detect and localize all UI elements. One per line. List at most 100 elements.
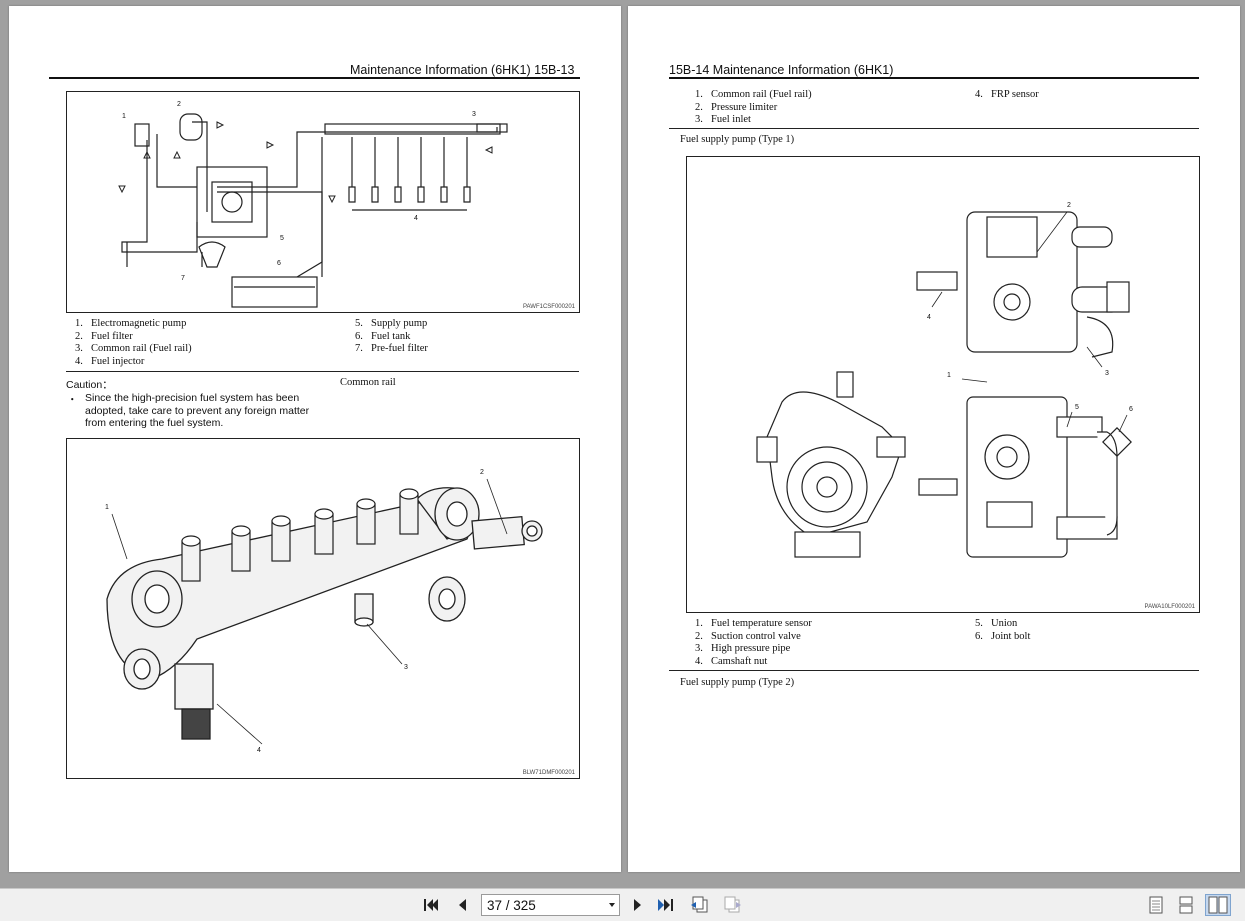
legend-text: Camshaft nut (711, 655, 768, 667)
legend-num: 4. (975, 89, 983, 100)
supply-pump-figure: 1 2 3 4 5 6 PAWA10LF000201 (686, 156, 1200, 613)
section-title: Fuel supply pump (Type 1) (680, 134, 795, 145)
section-title: Common rail (340, 377, 396, 388)
legend-text: Fuel tank (371, 330, 411, 342)
callout-5: 5 (280, 235, 284, 242)
callout-2: 2 (1067, 202, 1071, 209)
first-page-icon (424, 899, 438, 911)
header-rule (669, 77, 1199, 79)
caution-text: Since the high-precision fuel system has… (85, 392, 310, 429)
divider (66, 371, 579, 372)
page-header: Maintenance Information (6HK1) 15B-13 (350, 63, 575, 77)
callout-7: 7 (181, 275, 185, 282)
page-header: 15B-14 Maintenance Information (6HK1) (669, 63, 894, 77)
callout-6: 6 (1129, 406, 1133, 413)
legend-text: Suction control valve (711, 630, 801, 642)
legend-left: 1. Electromagnetic pump 2. Fuel filter 3. C… (75, 318, 192, 368)
legend-right: 5. Supply pump 6. Fuel tank 7. Pre-fuel fil… (355, 318, 428, 356)
legend-text: Fuel filter (91, 330, 133, 342)
caution-title: Caution： (66, 379, 113, 391)
legend-num: 6. (355, 330, 363, 342)
legend-num: 3. (695, 643, 703, 654)
page-number-value: 37 / 325 (487, 898, 536, 913)
legend-num: 4. (695, 655, 703, 667)
callout-1: 1 (105, 504, 109, 511)
callout-3: 3 (472, 111, 476, 118)
chevron-down-icon[interactable] (609, 903, 615, 907)
legend-text: Fuel temperature sensor (711, 618, 812, 629)
legend-num: 2. (695, 630, 703, 642)
legend-text: Fuel inlet (711, 114, 751, 125)
legend-text: Union (991, 618, 1018, 629)
divider (669, 670, 1199, 671)
legend-num: 1. (75, 318, 83, 329)
callout-5: 5 (1075, 404, 1079, 411)
figure-code: PAWA10LF000201 (1144, 604, 1195, 610)
right-page: 15B-14 Maintenance Information (6HK1) 1.… (628, 6, 1240, 872)
callout-3: 3 (1105, 370, 1109, 377)
legend-num: 1. (695, 89, 703, 100)
next-page-icon (634, 899, 641, 911)
legend-right: 5. Union 6. Joint bolt (975, 618, 1030, 643)
supply-pump-drawing: 1 2 3 4 5 6 (756, 202, 1133, 558)
previous-view-icon (691, 896, 708, 913)
callout-6: 6 (277, 260, 281, 267)
legend-text: Common rail (Fuel rail) (91, 343, 192, 354)
legend-num: 2. (695, 101, 703, 113)
figure-code: PAWF1CSF000201 (522, 304, 575, 310)
last-page-button[interactable] (655, 895, 679, 915)
next-page-button[interactable] (628, 895, 648, 915)
legend-text: FRP sensor (991, 89, 1039, 100)
legend-num: 6. (975, 630, 983, 642)
legend-num: 2. (75, 330, 83, 342)
callout-4: 4 (927, 314, 931, 321)
first-page-button[interactable] (421, 895, 441, 915)
legend-text: Joint bolt (991, 630, 1031, 642)
section-title: Fuel supply pump (Type 2) (680, 677, 795, 688)
legend-text: High pressure pipe (711, 643, 791, 654)
legend-num: 5. (975, 618, 983, 629)
page-number-field[interactable]: 37 / 325 (481, 894, 620, 916)
previous-view-button[interactable] (690, 895, 710, 915)
prev-page-icon (459, 899, 466, 911)
legend-num: 5. (355, 318, 363, 329)
facing-view-button[interactable] (1205, 894, 1231, 916)
fuel-system-diagram: 1 2 3 4 5 6 7 PAWF1CSF000201 (66, 91, 580, 313)
continuous-view-button[interactable] (1176, 895, 1196, 915)
fuel-system-drawing: 1 2 3 4 5 6 7 (118, 101, 508, 308)
header-rule (49, 77, 580, 79)
legend-text: Common rail (Fuel rail) (711, 89, 812, 100)
next-view-button[interactable] (722, 895, 742, 915)
last-page-icon (658, 899, 673, 911)
left-page: Maintenance Information (6HK1) 15B-13 (9, 6, 621, 872)
legend-right: 4. FRP sensor (975, 89, 1039, 102)
callout-4: 4 (414, 215, 418, 222)
caution-bullet: ・ (67, 394, 78, 406)
legend-text: Pre-fuel filter (371, 343, 428, 354)
next-view-icon (724, 896, 741, 913)
legend-num: 1. (695, 618, 703, 629)
legend-text: Fuel injector (91, 355, 145, 367)
legend-num: 7. (355, 343, 363, 354)
prev-page-button[interactable] (452, 895, 472, 915)
single-page-view-button[interactable] (1146, 895, 1166, 915)
callout-2: 2 (177, 101, 181, 108)
legend-text: Pressure limiter (711, 101, 778, 113)
legend-left: 1. Common rail (Fuel rail) 2. Pressure lim… (695, 89, 812, 127)
legend-text: Supply pump (371, 318, 428, 329)
divider (669, 128, 1199, 129)
viewer-toolbar: 37 / 325 (0, 888, 1245, 921)
continuous-view-icon (1179, 896, 1193, 914)
callout-4: 4 (257, 747, 261, 754)
single-page-view-icon (1149, 896, 1163, 914)
common-rail-drawing: 1 2 3 4 (105, 469, 543, 754)
legend-text: Electromagnetic pump (91, 318, 187, 329)
legend-num: 3. (695, 114, 703, 125)
callout-1: 1 (947, 372, 951, 379)
legend-left: 1. Fuel temperature sensor 2. Suction cont… (695, 618, 812, 668)
callout-1: 1 (122, 113, 126, 120)
common-rail-figure: 1 2 3 4 BLW71DMF000201 (66, 438, 580, 779)
legend-num: 3. (75, 343, 83, 354)
legend-num: 4. (75, 355, 83, 367)
callout-3: 3 (404, 664, 408, 671)
